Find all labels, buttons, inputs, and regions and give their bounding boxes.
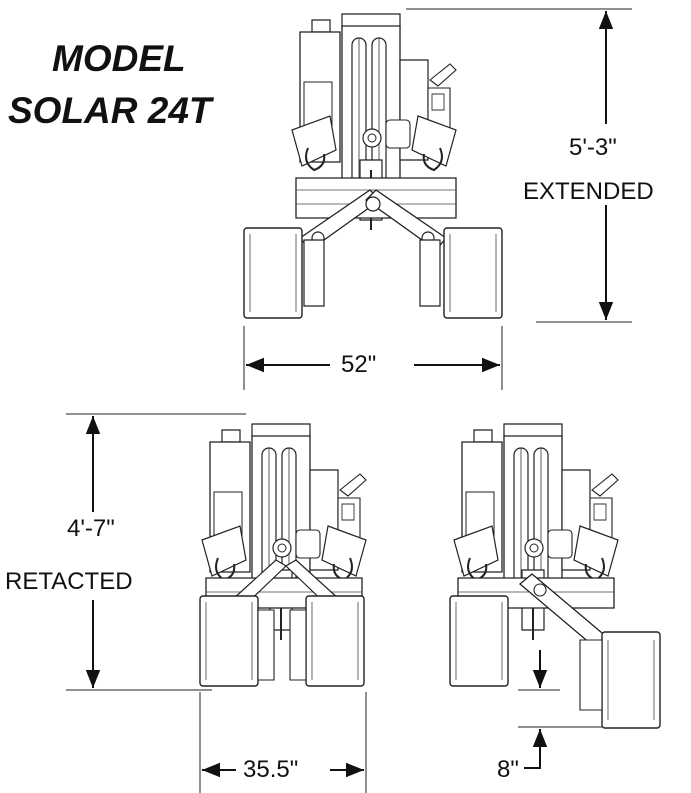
extended-label: EXTENDED	[520, 180, 657, 204]
retracted-width-label: 35.5"	[240, 758, 302, 782]
extended-machine-view	[243, 13, 503, 319]
retracted-width-dimension	[200, 692, 366, 793]
extended-width-dimension	[244, 326, 502, 390]
model-title-line1: MODEL	[52, 38, 186, 79]
extended-height-dimension	[406, 9, 632, 322]
extended-height-label: 5'-3"	[566, 136, 620, 160]
model-title-line2: SOLAR 24T	[8, 90, 212, 131]
retracted-label: RETACTED	[2, 570, 136, 594]
extended-width-label: 52"	[338, 353, 380, 377]
retracted-machine-view	[199, 423, 367, 687]
offset-track-machine-view	[449, 423, 660, 728]
track-offset-label: 8"	[494, 758, 522, 782]
retracted-height-dimension	[66, 414, 246, 690]
retracted-height-label: 4'-7"	[64, 517, 118, 541]
track-offset-dimension	[518, 650, 602, 768]
